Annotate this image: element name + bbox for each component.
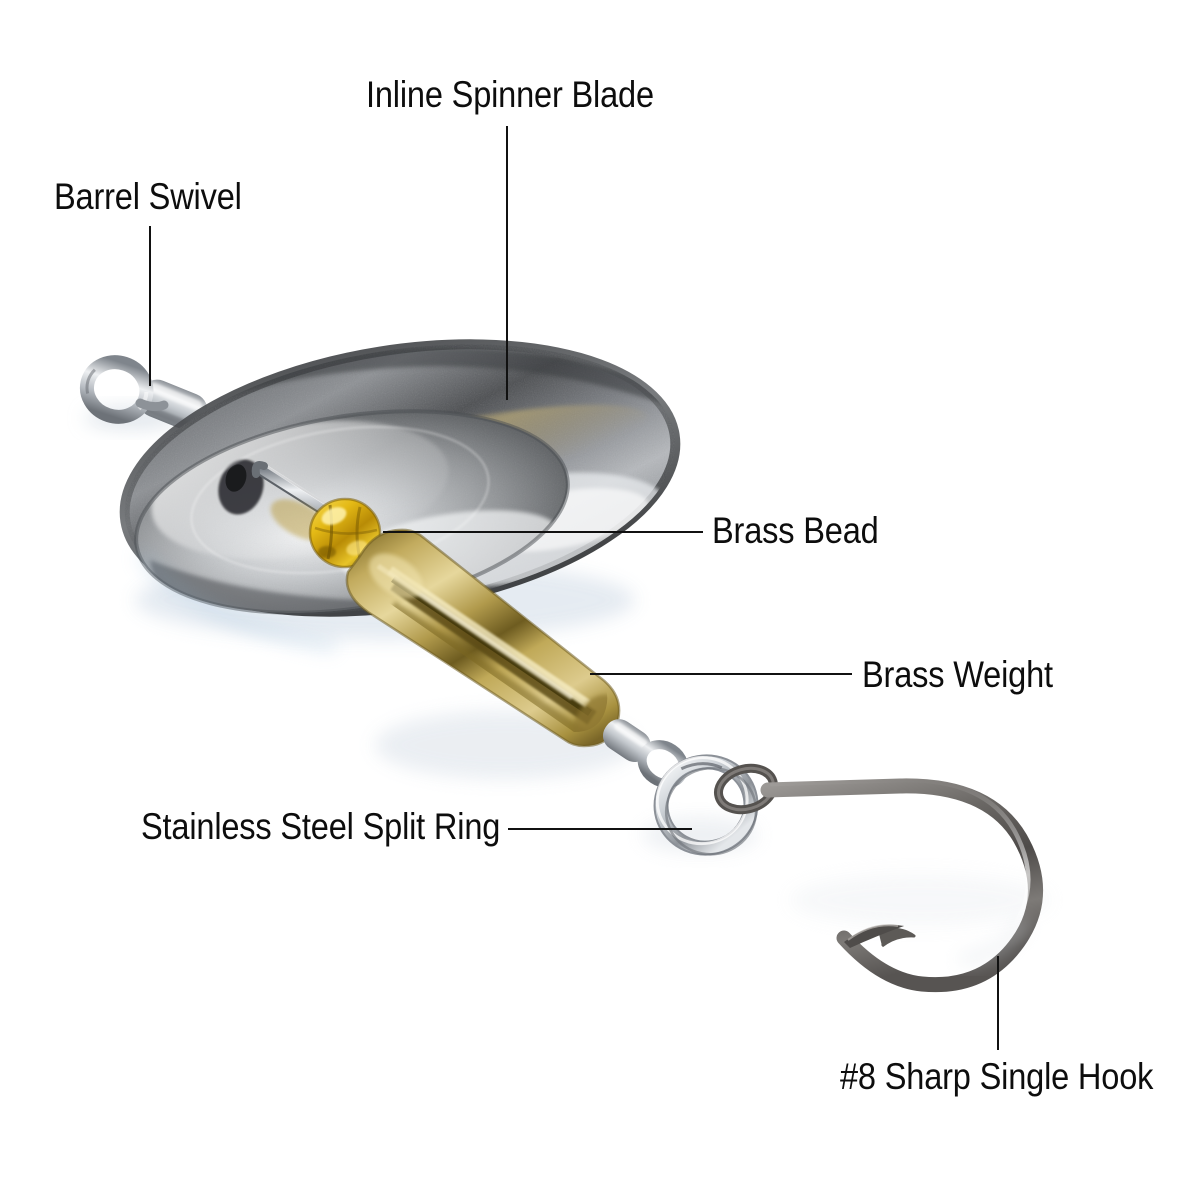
label-inline-spinner-blade: Inline Spinner Blade [366,74,654,115]
single-hook-part [760,777,1043,993]
label-barrel-swivel: Barrel Swivel [54,176,242,217]
split-ring-part [602,719,778,856]
leader-lines [148,126,1000,1050]
label-single-hook: #8 Sharp Single Hook [840,1056,1154,1097]
label-stainless-steel-split-ring: Stainless Steel Split Ring [140,806,500,847]
label-brass-bead: Brass Bead [712,510,879,551]
label-brass-weight: Brass Weight [862,654,1053,695]
